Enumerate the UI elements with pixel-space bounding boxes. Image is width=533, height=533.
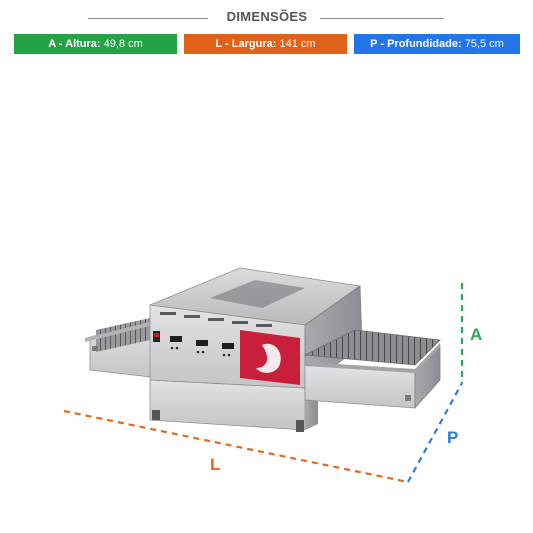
depth-badge-value: 75,5 cm [464, 38, 504, 50]
right-conveyor-bolt [405, 395, 411, 401]
display-3 [222, 343, 234, 349]
depth-dimension-line [407, 382, 463, 483]
height-badge: A - Altura: 49,8 cm [14, 34, 177, 54]
depth-badge-label: P - Profundidade: [370, 38, 462, 50]
depth-letter: P [447, 428, 458, 447]
width-badge: L - Largura: 141 cm [184, 34, 347, 54]
width-badge-value: 141 cm [279, 38, 316, 50]
control-panel [153, 331, 234, 357]
oven-foot-left [152, 410, 160, 420]
left-conveyor-rail [85, 322, 150, 342]
right-conveyor-belt [303, 329, 441, 366]
width-letter: L [210, 455, 220, 474]
display-2 [196, 340, 208, 346]
dimension-badges: A - Altura: 49,8 cm L - Largura: 141 cm … [14, 34, 520, 54]
header-divider-left [88, 18, 208, 19]
header-divider-right [320, 18, 444, 19]
height-badge-label: A - Altura: [48, 38, 101, 50]
display-1 [170, 336, 182, 342]
flame-logo-icon [256, 343, 281, 373]
oven-top-vents [210, 280, 305, 308]
height-badge-value: 49,8 cm [103, 38, 143, 50]
left-conveyor-bolt [92, 346, 98, 351]
oven-foot-right [296, 420, 304, 432]
oven-icon [85, 267, 441, 432]
dimensions-title: DIMENSÕES [226, 9, 308, 24]
width-badge-label: L - Largura: [215, 38, 277, 50]
depth-badge: P - Profundidade: 75,5 cm [354, 34, 520, 54]
height-letter: A [470, 325, 482, 344]
oven-base-front [149, 379, 306, 431]
width-dimension-line [63, 409, 409, 484]
dimensions-header: DIMENSÕES [0, 9, 533, 29]
front-vent-slots [160, 312, 272, 327]
right-conveyor-rail [305, 343, 440, 373]
